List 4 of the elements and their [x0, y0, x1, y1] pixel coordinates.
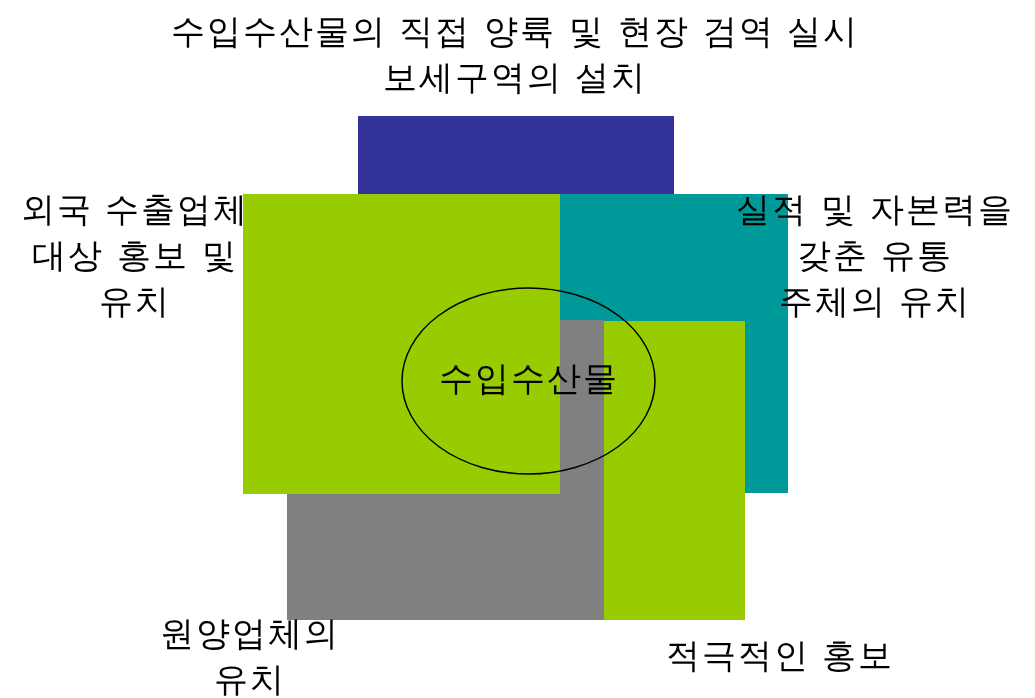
node-label: 수입수산물의 직접 양륙 및 현장 검역 실시 보세구역의 설치: [169, 10, 861, 99]
node-label: 원양업체의 유치: [159, 612, 341, 698]
node-label: 외국 수출업체 대상 홍보 및 유치: [19, 188, 251, 323]
node-label: 적극적인 홍보: [664, 634, 896, 677]
